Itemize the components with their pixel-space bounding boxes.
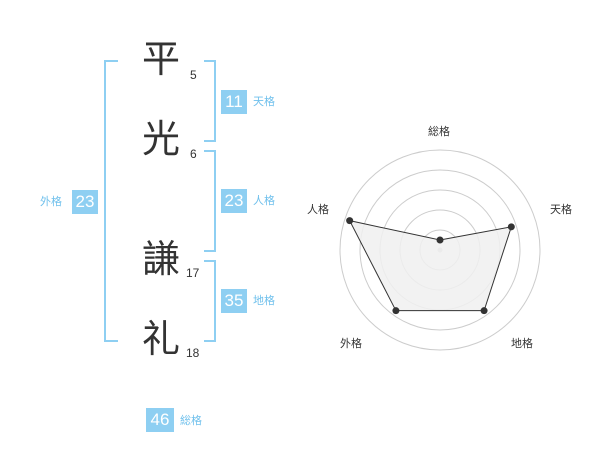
jinkaku-value: 23 [221,189,247,213]
chikaku-value: 35 [221,289,247,313]
stroke-count-3: 17 [186,266,200,280]
stroke-count-1: 5 [190,68,197,82]
radar-grid-ring [359,169,521,331]
gaikaku-label: 外格 [40,195,62,208]
radar-label-chikaku: 地格 [511,337,533,350]
radar-point-4 [346,217,354,225]
name-char-1: 平 [142,37,181,81]
soukaku-value: 46 [146,408,174,432]
chikaku-label: 地格 [253,294,275,307]
name-char-4: 礼 [142,317,181,361]
gaikaku-bracket [104,60,118,342]
radar-label-gaikaku: 外格 [340,337,362,350]
radar-point-0 [436,236,444,244]
name-char-3: 謙 [142,237,181,281]
gaikaku-value: 23 [72,190,98,214]
radar-label-tenkaku: 天格 [550,203,572,216]
radar-point-3 [392,307,400,315]
radar-point-2 [480,307,488,315]
jinkaku-bracket [204,150,216,252]
stroke-count-4: 18 [186,346,200,360]
soukaku-label: 総格 [180,414,202,427]
chikaku-bracket [204,260,216,342]
radar-series-area [348,219,513,312]
radar-label-jinkaku: 人格 [307,203,329,216]
radar-label-soukaku: 総格 [428,125,450,138]
stroke-count-2: 6 [190,147,197,161]
tenkaku-label: 天格 [253,95,275,108]
radar-grid-ring [339,149,541,351]
tenkaku-bracket [204,60,216,142]
tenkaku-value: 11 [221,90,247,114]
radar-point-1 [507,223,515,231]
jinkaku-label: 人格 [253,194,275,207]
name-char-2: 光 [142,117,181,161]
